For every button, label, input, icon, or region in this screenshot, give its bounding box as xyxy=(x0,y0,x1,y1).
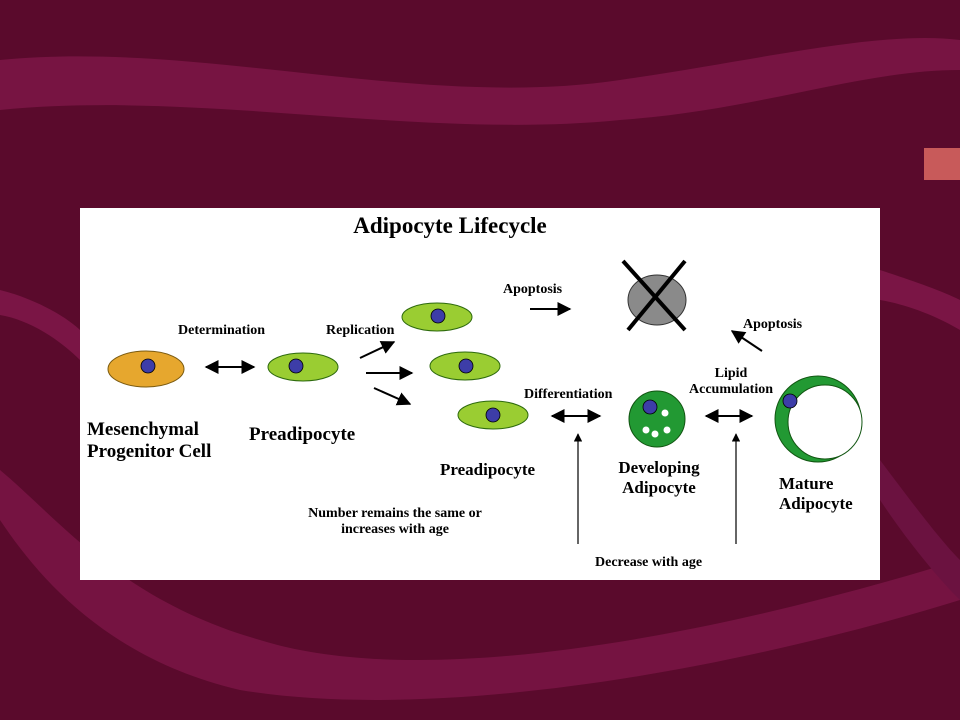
apoptotic-cross-2 xyxy=(626,259,687,332)
lipid-droplet xyxy=(651,430,659,438)
replication-arrow-down xyxy=(373,387,412,406)
preadipocyte-nucleus-top xyxy=(430,308,446,324)
background-swoosh-top xyxy=(0,38,960,125)
preadipocyte-nucleus-1 xyxy=(288,358,304,374)
preadipocyte-label-1: Preadipocyte xyxy=(249,424,356,445)
developing-adipocyte-label: Developing Adipocyte xyxy=(618,458,700,497)
diagram-title: Adipocyte Lifecycle xyxy=(353,213,547,238)
background-swoosh-right xyxy=(880,270,960,330)
preadipocyte-nucleus-mid xyxy=(458,358,474,374)
diagram-canvas xyxy=(107,259,863,544)
developing-adipocyte-nucleus xyxy=(642,399,658,415)
mature-adipocyte-nucleus xyxy=(782,393,798,409)
apoptosis-right-label: Apoptosis xyxy=(743,317,803,332)
lipid-droplet xyxy=(663,426,671,434)
apoptosis-top-label: Apoptosis xyxy=(503,282,563,297)
background-swoosh-mid xyxy=(0,290,80,360)
decrease-note: Decrease with age xyxy=(595,555,703,570)
differentiation-label: Differentiation xyxy=(524,387,613,402)
determination-label: Determination xyxy=(178,323,266,338)
mesenchymal-nucleus xyxy=(140,358,156,374)
mesenchymal-label: Mesenchymal Progenitor Cell xyxy=(87,419,212,462)
decorative-tab xyxy=(924,148,960,180)
mature-adipocyte-label: Mature Adipocyte xyxy=(779,474,853,513)
lipid-droplet xyxy=(642,426,650,434)
lipid-accumulation-label: Lipid Accumulation xyxy=(689,366,773,398)
diagram-panel: Adipocyte Lifecycle Determination Replic… xyxy=(80,208,880,580)
lipid-droplet xyxy=(661,409,669,417)
apoptosis-arrow-right xyxy=(730,330,763,352)
mature-lipid-droplet xyxy=(787,384,863,460)
background-swoosh-bottom xyxy=(0,470,960,700)
replication-arrow-up xyxy=(359,341,396,359)
number-note: Number remains the same or increases wit… xyxy=(308,506,482,538)
replication-label: Replication xyxy=(326,323,395,338)
background-swoosh-bottom-right xyxy=(880,460,960,600)
developing-adipocyte-cell xyxy=(628,390,686,448)
preadipocyte-nucleus-bottom xyxy=(485,407,501,423)
preadipocyte-label-2: Preadipocyte xyxy=(440,460,536,479)
